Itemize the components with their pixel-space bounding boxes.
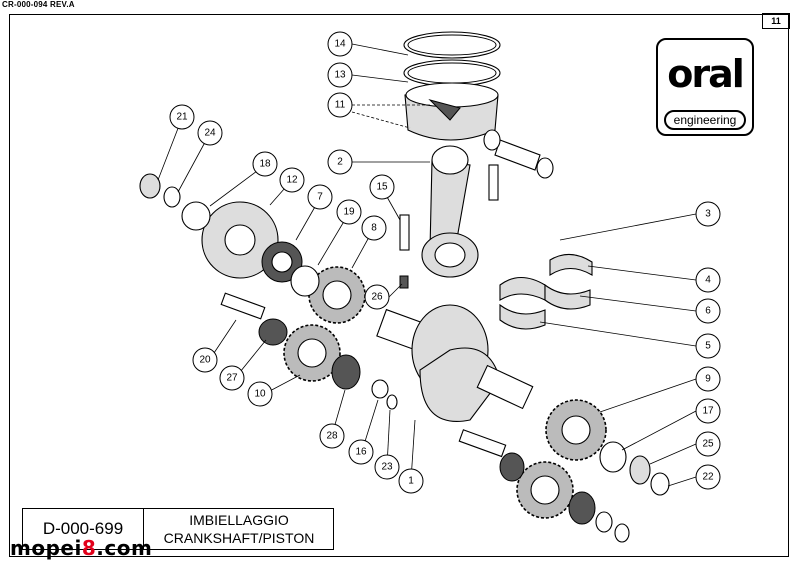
callout-24: 24 — [197, 120, 223, 146]
svg-text:25: 25 — [702, 439, 714, 450]
svg-text:17: 17 — [702, 406, 714, 417]
callout-8: 8 — [361, 215, 387, 241]
svg-text:16: 16 — [355, 447, 367, 458]
crankshaft — [376, 304, 534, 422]
svg-text:4: 4 — [705, 275, 711, 286]
callout-11: 11 — [327, 92, 353, 118]
svg-text:8: 8 — [371, 223, 377, 234]
svg-text:22: 22 — [702, 472, 714, 483]
svg-text:1: 1 — [408, 476, 414, 487]
page-number: 11 — [762, 13, 790, 29]
svg-text:15: 15 — [376, 182, 388, 193]
svg-text:11: 11 — [335, 100, 346, 111]
svg-text:10: 10 — [254, 389, 266, 400]
callout-12: 12 — [279, 167, 305, 193]
svg-text:27: 27 — [226, 373, 238, 384]
logo-word: oral — [667, 52, 745, 96]
svg-text:13: 13 — [334, 70, 346, 81]
svg-text:2: 2 — [337, 157, 343, 168]
title-block: D-000-699 IMBIELLAGGIO CRANKSHAFT/PISTON — [22, 508, 334, 550]
title-english: CRANKSHAFT/PISTON — [163, 530, 315, 546]
logo-subtitle: engineering — [664, 110, 746, 130]
callout-1: 1 — [398, 468, 424, 494]
svg-text:12: 12 — [286, 175, 298, 186]
svg-text:21: 21 — [176, 112, 188, 123]
watermark: mopei8.com — [10, 536, 152, 560]
document-code: CR-000-094 REV.A — [2, 0, 75, 9]
callout-22: 22 — [695, 464, 721, 490]
callout-19: 19 — [336, 199, 362, 225]
gears-right — [458, 399, 670, 543]
callout-26: 26 — [364, 284, 390, 310]
callout-4: 4 — [695, 267, 721, 293]
callout-3: 3 — [695, 201, 721, 227]
callout-27: 27 — [219, 365, 245, 391]
callout-21: 21 — [169, 104, 195, 130]
callout-15: 15 — [369, 174, 395, 200]
svg-text:7: 7 — [317, 192, 323, 203]
callout-9: 9 — [695, 366, 721, 392]
callout-6: 6 — [695, 298, 721, 324]
svg-text:18: 18 — [259, 159, 271, 170]
piston-rings — [403, 31, 501, 87]
watermark-part2: 8 — [81, 536, 97, 560]
bolts — [399, 164, 499, 251]
svg-text:9: 9 — [705, 374, 711, 385]
drawing-code: D-000-699 — [23, 509, 144, 549]
callout-13: 13 — [327, 62, 353, 88]
callout-17: 17 — [695, 398, 721, 424]
watermark-part1: mopei — [10, 536, 82, 560]
callout-14: 14 — [327, 31, 353, 57]
callout-20: 20 — [192, 347, 218, 373]
svg-text:19: 19 — [343, 207, 355, 218]
svg-text:24: 24 — [204, 128, 216, 139]
svg-text:26: 26 — [371, 292, 383, 303]
callout-16: 16 — [348, 439, 374, 465]
svg-text:23: 23 — [381, 462, 393, 473]
svg-text:6: 6 — [705, 306, 711, 317]
callout-5: 5 — [695, 333, 721, 359]
callout-28: 28 — [319, 423, 345, 449]
callout-23: 23 — [374, 454, 400, 480]
drawing-frame — [9, 14, 789, 557]
callout-10: 10 — [247, 381, 273, 407]
oral-engineering-logo: oral engineering — [656, 38, 754, 136]
callout-2: 2 — [327, 149, 353, 175]
connecting-rod — [421, 145, 479, 278]
title-italian: IMBIELLAGGIO — [189, 512, 289, 528]
piston-pin — [483, 129, 554, 179]
drawing-title: IMBIELLAGGIO CRANKSHAFT/PISTON — [144, 509, 334, 549]
svg-text:28: 28 — [326, 431, 338, 442]
piston — [404, 82, 499, 141]
svg-text:5: 5 — [705, 341, 711, 352]
callout-7: 7 — [307, 184, 333, 210]
callout-25: 25 — [695, 431, 721, 457]
watermark-part3: .com — [96, 536, 153, 560]
svg-text:20: 20 — [199, 355, 211, 366]
svg-text:3: 3 — [705, 209, 711, 220]
bearing-shells — [499, 253, 593, 330]
svg-text:14: 14 — [334, 39, 346, 50]
gears-left — [139, 173, 366, 382]
left-shaft-parts — [220, 275, 409, 410]
callout-18: 18 — [252, 151, 278, 177]
